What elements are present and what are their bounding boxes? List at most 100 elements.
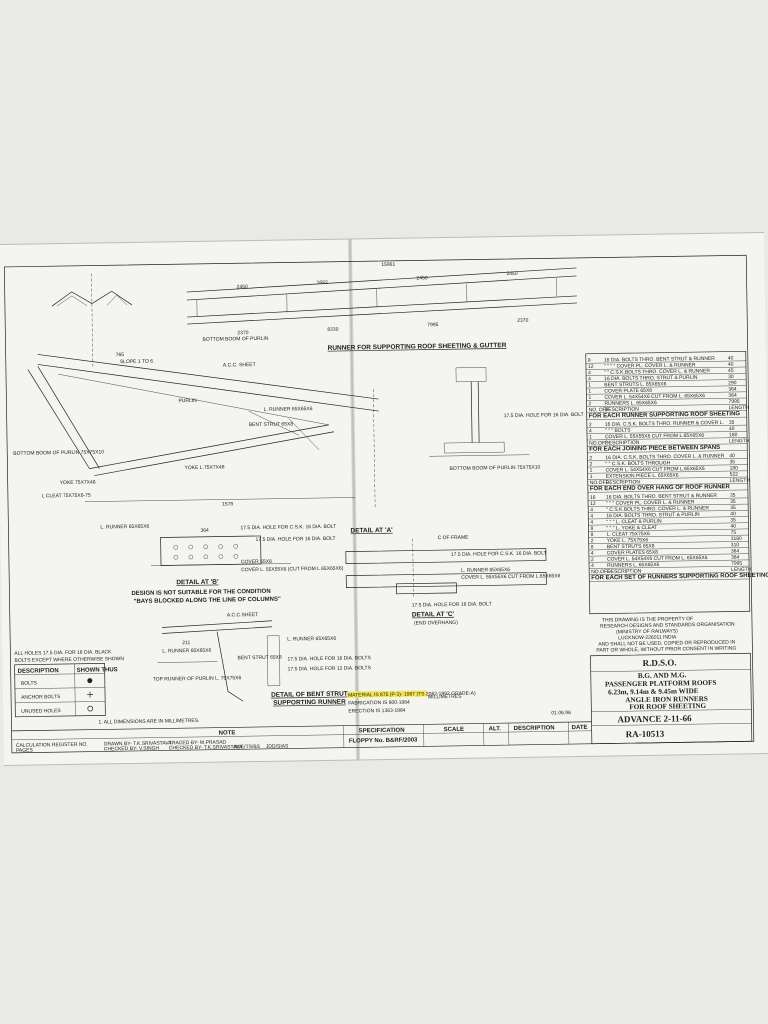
- bom-qty: 4: [589, 428, 592, 434]
- title-block: R.D.S.O. B.G. AND M.G. PASSENGER PLATFOR…: [590, 652, 753, 745]
- bom-length: 364: [728, 393, 737, 399]
- l-runner-label: L. RUNNER 65X65X6: [264, 406, 313, 413]
- bom-length: LENGTH: [730, 478, 751, 484]
- bom-desc: COVER L. 54X54X6 CUT FROM L.65X65X6: [606, 466, 705, 474]
- bottom-boom-right-label: BOTTOM BOOM OF PURLIN 75X75X10: [449, 465, 540, 472]
- dim-e: 2370: [237, 330, 248, 336]
- date-stamp: 01.06.96: [551, 710, 571, 716]
- bom-length: 40: [729, 453, 735, 459]
- spec-highlight: [347, 690, 428, 698]
- bom-desc: RUNNERS L. 65X65X6: [607, 562, 660, 569]
- bom-length: 30: [728, 374, 734, 380]
- bom-length: 35: [729, 459, 735, 465]
- strut-211: 211: [182, 640, 190, 646]
- dim-h: 2370: [517, 318, 528, 324]
- purlin-section: 765 SLOPE 1 TO 6 A.C.C. SHEET PURLIN L. …: [13, 352, 379, 510]
- bom-length: 3180: [731, 536, 742, 542]
- bom-desc: DESCRIPTION: [605, 440, 640, 447]
- center-connection: 17.5 DIA. HOLE FOR 16 DIA. BOLT BOTTOM B…: [429, 367, 584, 472]
- bom-desc: " " " BOLTS: [605, 428, 631, 434]
- bom-qty: 8: [591, 532, 594, 538]
- jdd-label: JDD/SIAS: [266, 744, 289, 750]
- bottom-strip: NOTE SPECIFICATION SCALE ALT. DESCRIPTIO…: [11, 690, 592, 754]
- bom-qty: 1: [588, 389, 591, 395]
- bottom-boom-label: BOTTOM BOOM OF PURLIN: [202, 336, 268, 343]
- bom-length: 35: [730, 493, 736, 499]
- traced-by: TRACED BY- M.PRASAD: [169, 740, 227, 747]
- bom-desc: 16 DIA. BOLTS THRO. STRUT & PURLIN: [606, 512, 700, 519]
- detail-c-holes-label: 17.5 DIA. HOLE FOR 16 DIA. BOLT: [412, 601, 492, 608]
- detail-a-frame-label: C OF FRAME: [438, 535, 470, 541]
- org-name: R.D.S.O.: [643, 657, 677, 668]
- prop-line5: AND SHALL NOT BE USED, COPIED OR REPRODU…: [598, 639, 735, 647]
- bom-caption: FOR EACH SET OF RUNNERS SUPPORTING ROOF …: [591, 573, 768, 582]
- slope-label: SLOPE 1 TO 6: [120, 359, 153, 366]
- bom-qty: 8: [588, 358, 591, 364]
- bom-qty: 2: [589, 455, 592, 461]
- bom-desc: BENT STRUTS L. 65X65X6: [604, 381, 666, 388]
- bom-desc: " " " COVER PL. COVER L. & RUNNER: [606, 499, 695, 506]
- left-notes: ALL HOLES 17.5 DIA. FOR 16 DIA. BLACK BO…: [14, 649, 199, 726]
- holes-note-line1: ALL HOLES 17.5 DIA. FOR 16 DIA. BLACK: [14, 649, 112, 657]
- dim-b: 1682: [317, 280, 328, 286]
- bom-length: 45: [728, 368, 734, 374]
- detail-a-runner-label: L. RUNNER 65X65X6: [461, 567, 510, 574]
- strip-date: DATE: [572, 725, 588, 731]
- bom-qty: 2: [591, 538, 594, 544]
- detail-b-holes-label: 17.5 DIA. HOLE FOR C.S.K. 16 DIA. BOLT: [240, 524, 336, 532]
- bom-qty: NO.OFF: [589, 440, 608, 446]
- bom-desc: " " " L. YOKE & CLEAT: [606, 525, 657, 532]
- detail-b-364: 364: [200, 528, 209, 534]
- bom-qty: 12: [590, 501, 596, 507]
- bom-length: 7995: [728, 399, 739, 405]
- dim-g: 7995: [427, 322, 438, 328]
- runner-elevation: 15961 2450 1682 2450 2450 2370 8330 7995…: [186, 262, 577, 352]
- strut-acc-label: A.C.C.SHEET: [227, 612, 258, 618]
- bom-qty: 16: [590, 495, 596, 501]
- holes-note-line2: BOLTS EXCEPT WHERE OTHERWISE SHOWN: [14, 656, 124, 664]
- title-line1: B.G. AND M.G.: [638, 671, 687, 680]
- strip-alt: ALT.: [489, 726, 502, 732]
- bom-length: LENGTH: [729, 405, 750, 411]
- bom-length: 364: [731, 548, 740, 554]
- bom-length: LENGTH: [729, 438, 750, 444]
- engineering-drawing: 15961 2450 1682 2450 2450 2370 8330 7995…: [3, 254, 768, 754]
- detail-b-cover-label: COVER 65X8: [241, 559, 272, 565]
- bom-length: 40: [729, 426, 735, 432]
- detail-b-runner-label: L. RUNNER 65X65X6: [100, 524, 149, 531]
- dim-f: 8330: [327, 327, 338, 333]
- strut-top-runner-label: TOP RUNNER OF PURLIN L. 75X75X6: [153, 675, 242, 682]
- dim-overall: 15961: [381, 262, 395, 268]
- dim-765: 765: [116, 352, 125, 358]
- strut-holes-label: 17.5 DIA. HOLE FOR 16 DIA. BOLTS: [287, 655, 371, 662]
- bom-length: 35: [730, 517, 736, 523]
- spec-line2: FABRICATION IS 800-1984: [348, 700, 410, 707]
- detail-b-title: DETAIL AT 'B': [176, 579, 219, 587]
- bom-length: 7995: [731, 561, 742, 567]
- bom-desc: COVER PLATES 65X8: [607, 550, 658, 557]
- bom-desc: COVER L. 54X54X6 CUT FROM L. 65X65X6: [607, 555, 708, 563]
- dim-note: 1. ALL DIMENSIONS ARE IN MILLIMETRES.: [98, 718, 199, 726]
- strip-description: DESCRIPTION: [514, 725, 555, 732]
- detail-c-title: DETAIL AT 'C': [412, 611, 455, 619]
- bom-qty: 4: [588, 370, 591, 376]
- bom-qty: 2: [591, 557, 594, 563]
- bom-length: 40: [728, 362, 734, 368]
- detail-b: L. RUNNER 65X65X6 364 17.5 DIA. HOLE FOR…: [100, 524, 343, 605]
- strip-note: NOTE: [219, 730, 236, 736]
- bom-desc: 16 DIA. C.S.K. BOLTS THRO. COVER L. & RU…: [605, 453, 724, 461]
- bom-qty: 4: [590, 507, 593, 513]
- runner-title: RUNNER FOR SUPPORTING ROOF SHEETING & GU…: [328, 342, 507, 352]
- title-line2: PASSENGER PLATFORM ROOFS: [605, 679, 717, 689]
- strut-runner-label-2: L. RUNNER 65X65X6: [287, 636, 336, 643]
- bom-desc: DESCRIPTION: [606, 479, 641, 486]
- strut-runner-label: L. RUNNER 65X65X6: [162, 648, 211, 655]
- bom-length: 35: [730, 505, 736, 511]
- bom-caption: FOR EACH JOINING PIECE BETWEEN SPANS: [589, 445, 720, 453]
- legend-row-anchor: ANCHOR BOLTS: [21, 694, 61, 701]
- bom-length: 180: [730, 465, 739, 471]
- title-line4: ANGLE IRON RUNNERS: [625, 695, 708, 704]
- prop-line4: LUCKNOW-226011 INDIA: [618, 634, 677, 641]
- yoke-label: YOKE 75X7X48: [60, 480, 96, 487]
- prop-line1: THIS DRAWING IS THE PROPERTY OF: [602, 616, 693, 623]
